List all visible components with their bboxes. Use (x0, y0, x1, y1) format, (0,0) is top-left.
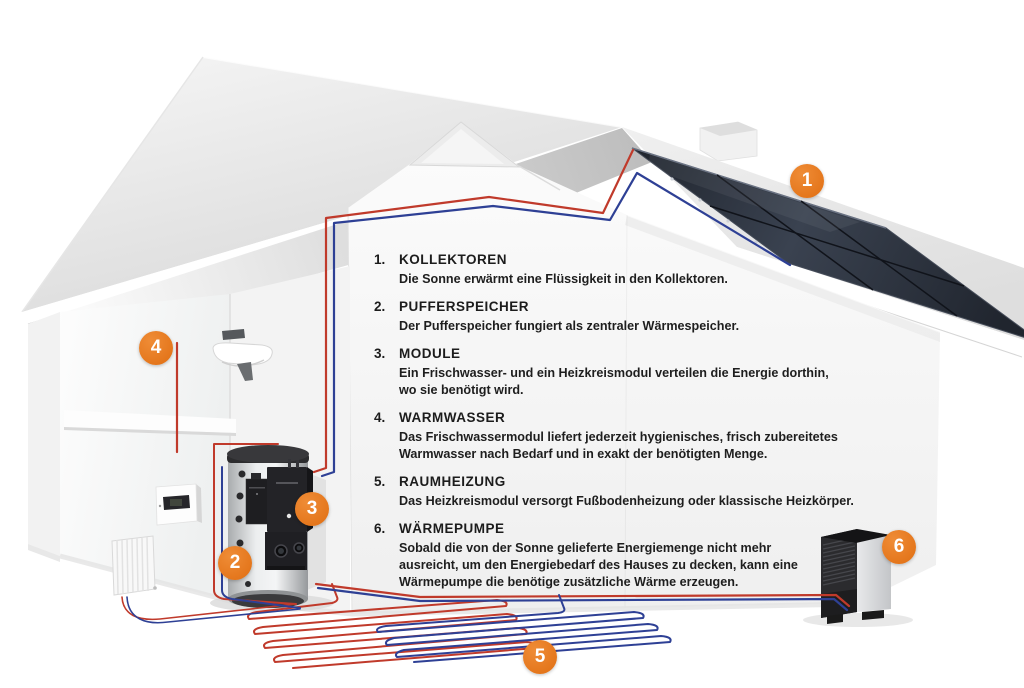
floor-heating-coil (376, 594, 672, 663)
radiator (111, 535, 157, 596)
legend-item-title: MODULE (399, 346, 461, 361)
badge-pufferspeicher: 2 (218, 546, 252, 580)
badge-module: 3 (295, 492, 329, 526)
gable (408, 121, 561, 191)
legend-item-number: 3. (374, 346, 386, 361)
legend-item-title: KOLLEKTOREN (399, 252, 508, 267)
legend: 1. KOLLEKTOREN Die Sonne erwärmt eine Fl… (374, 252, 904, 602)
legend-item-description: Ein Frischwasser- und ein Heizkreismodul… (399, 366, 829, 397)
badge-kollektoren: 1 (790, 164, 824, 198)
legend-item-description: Das Heizkreismodul versorgt Fußbodenheiz… (399, 494, 854, 508)
legend-item-title: RAUMHEIZUNG (399, 474, 506, 489)
cold-pipes (126, 171, 849, 663)
badge-warmwasser: 4 (139, 331, 173, 365)
legend-item-description: Das Frischwassermodul liefert jederzeit … (399, 430, 838, 461)
legend-item-number: 2. (374, 299, 386, 314)
chimney (699, 121, 758, 162)
legend-item-number: 4. (374, 410, 386, 425)
legend-item-module: 3. MODULE Ein Frischwasser- und ein Heiz… (374, 346, 904, 399)
legend-item-description: Der Pufferspeicher fungiert als zentrale… (399, 319, 740, 333)
washbasin (212, 329, 273, 381)
legend-item-waermepumpe: 6. WÄRMEPUMPE Sobald die von der Sonne g… (374, 521, 904, 591)
legend-item-description: Sobald die von der Sonne gelieferte Ener… (399, 541, 798, 589)
legend-item-number: 5. (374, 474, 386, 489)
badge-waermepumpe: 6 (882, 530, 916, 564)
legend-item-title: WARMWASSER (399, 410, 506, 425)
legend-item-title: WÄRMEPUMPE (399, 521, 505, 536)
legend-item-title: PUFFERSPEICHER (399, 299, 530, 314)
legend-item-number: 6. (374, 521, 386, 536)
legend-item-description: Die Sonne erwärmt eine Flüssigkeit in de… (399, 272, 728, 286)
legend-item-warmwasser: 4. WARMWASSER Das Frischwassermodul lief… (374, 410, 904, 463)
control-panel (155, 483, 202, 526)
legend-item-kollektoren: 1. KOLLEKTOREN Die Sonne erwärmt eine Fl… (374, 252, 904, 288)
solar-collectors (631, 147, 1024, 338)
badge-raumheizung: 5 (523, 640, 557, 674)
legend-item-number: 1. (374, 252, 386, 267)
legend-item-pufferspeicher: 2. PUFFERSPEICHER Der Pufferspeicher fun… (374, 299, 904, 335)
legend-item-raumheizung: 5. RAUMHEIZUNG Das Heizkreismodul versor… (374, 474, 904, 510)
